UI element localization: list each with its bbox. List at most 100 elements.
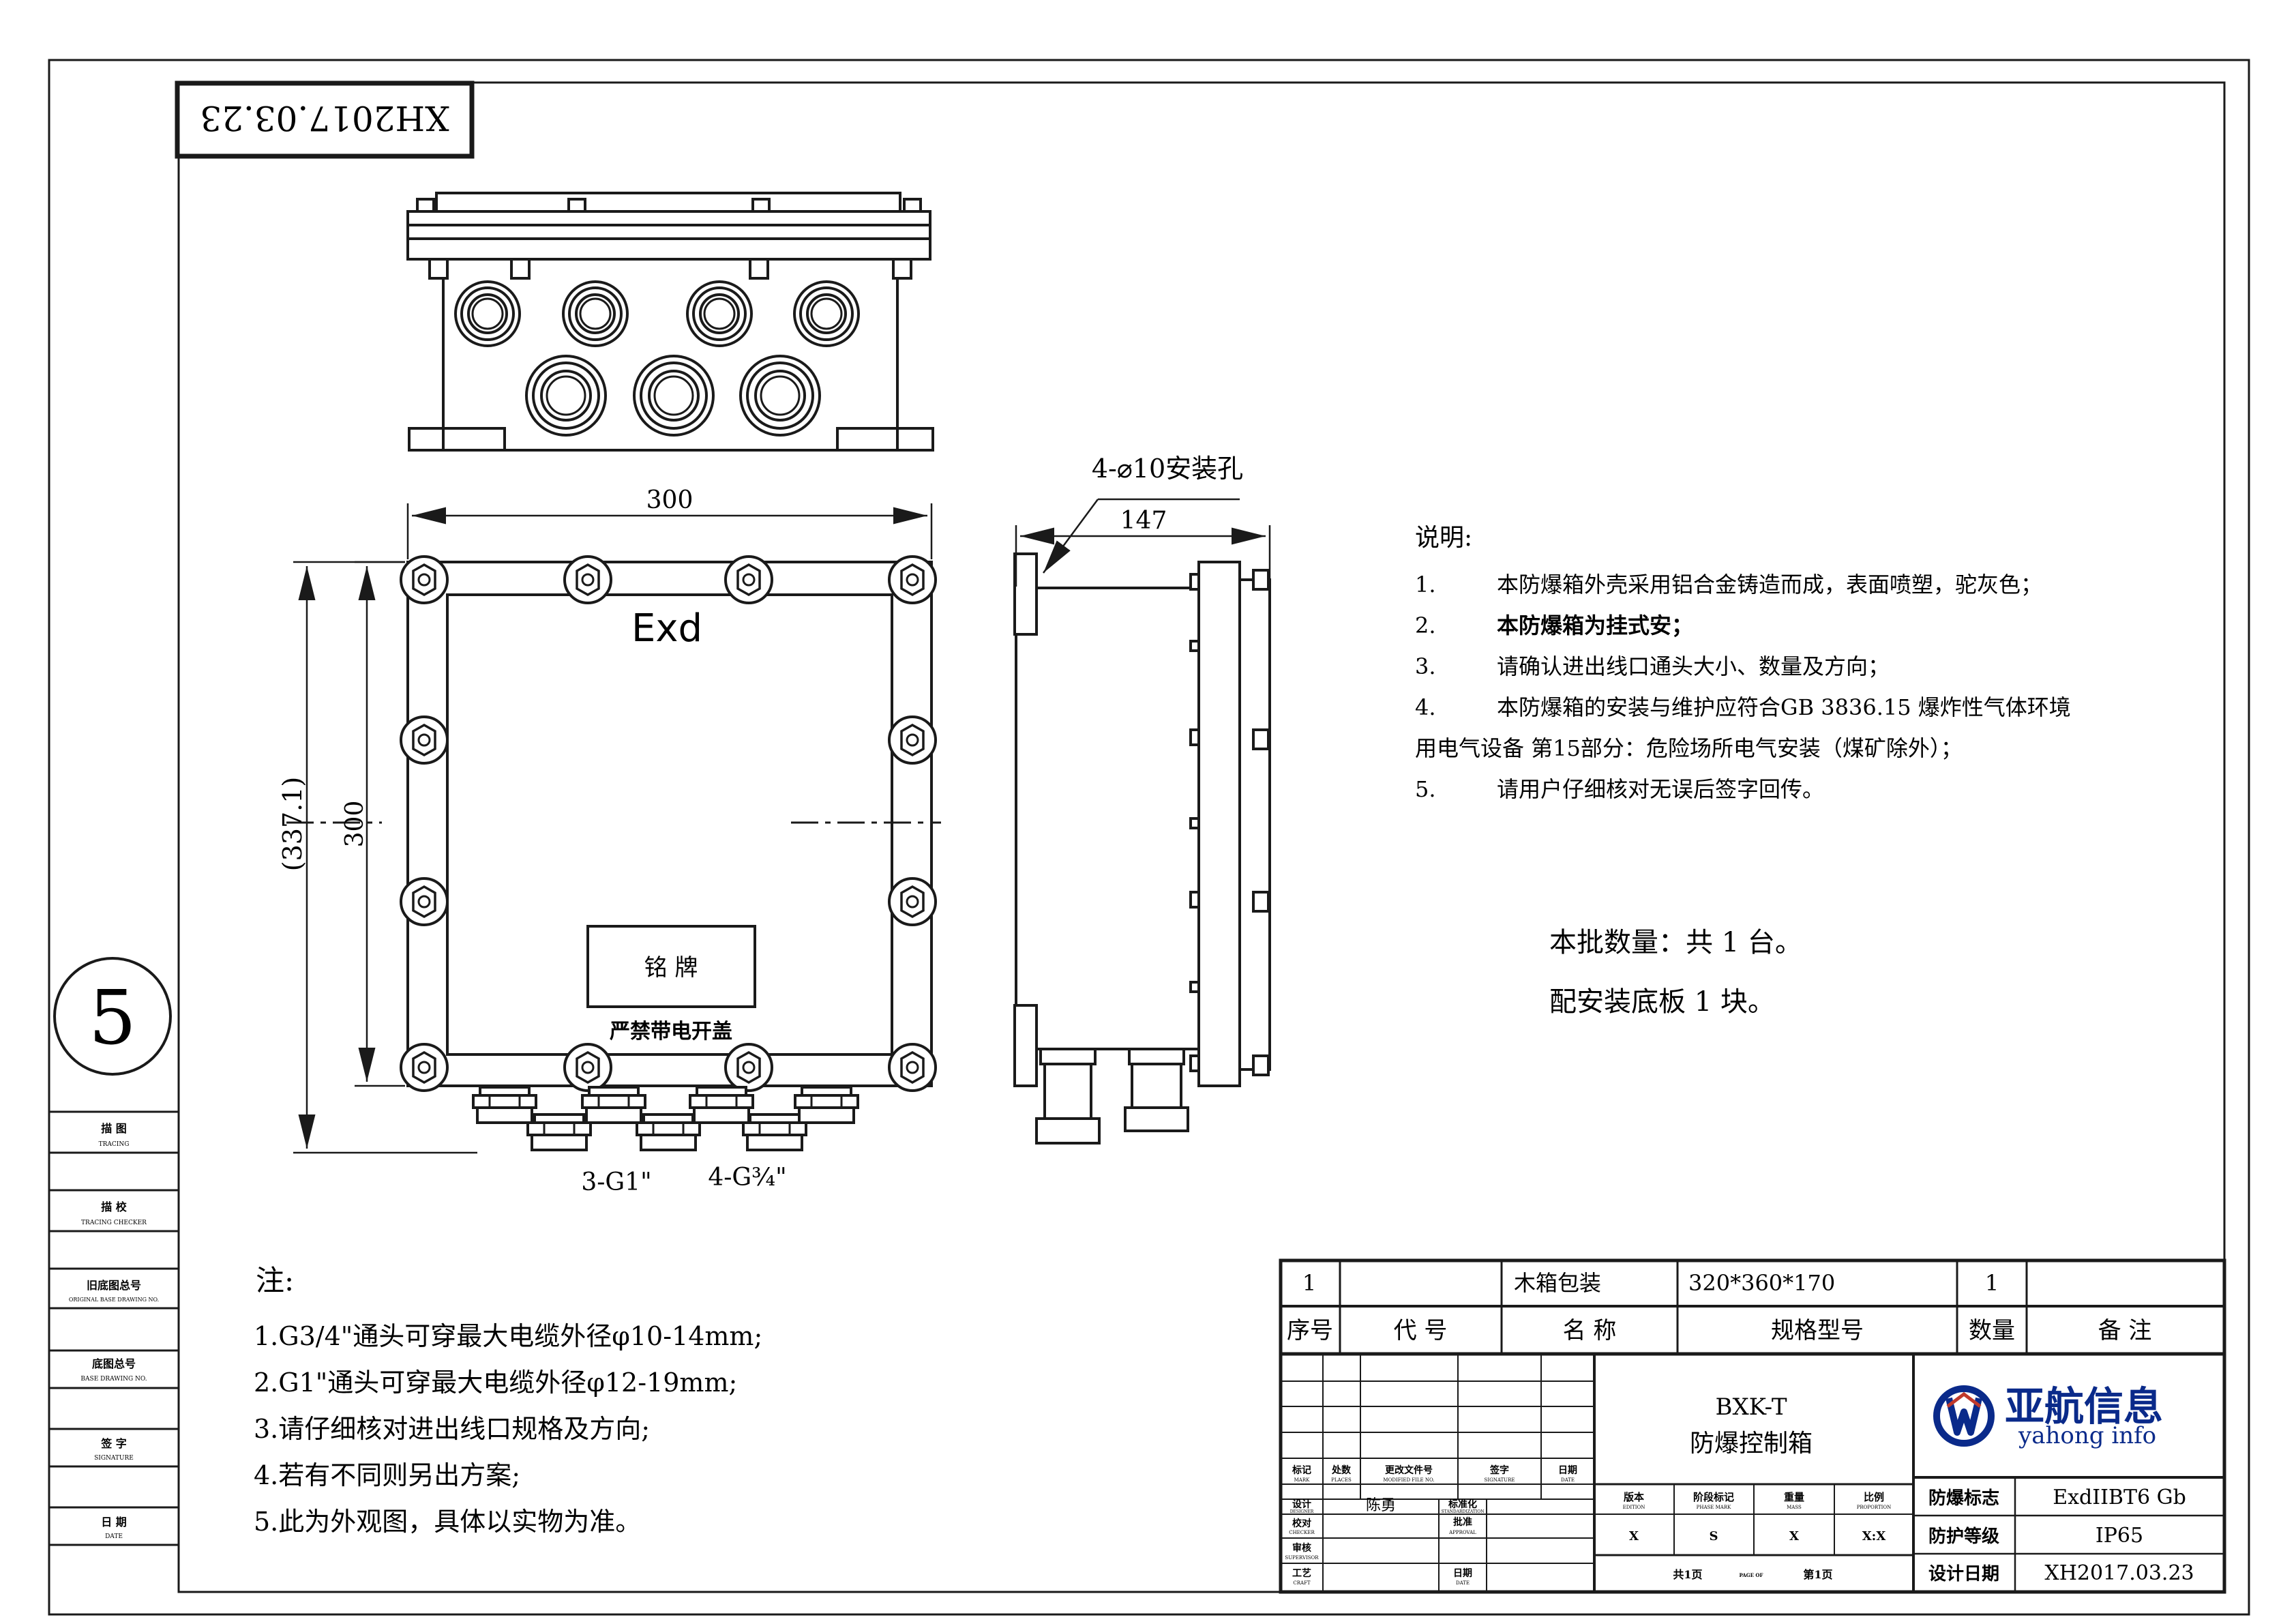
strip-label-cn: 底图总号 — [92, 1357, 136, 1370]
description-item-continuation: 用电气设备 第15部分：危险场所电气安装（煤矿除外）； — [1415, 735, 1963, 761]
product-name: 防爆控制箱 — [1690, 1430, 1813, 1458]
product-code: BXK-T — [1715, 1393, 1787, 1421]
description-list: 1. 本防爆箱外壳采用铝合金铸造而成，表面喷塑，驼灰色； 2. 本防爆箱为挂式安… — [1415, 572, 2071, 802]
description-item-number: 5. — [1415, 776, 1436, 802]
batch-quantity: 本批数量：共 1 台。 — [1549, 927, 1802, 958]
description-item-number: 4. — [1415, 694, 1436, 720]
info-value: X:X — [1862, 1529, 1886, 1544]
strip-label-en: BASE DRAWING NO. — [80, 1376, 147, 1383]
mount-hole-label: 4-⌀10安装孔 — [1092, 454, 1243, 484]
description-item-number: 3. — [1415, 653, 1436, 679]
ip-value: IP65 — [2096, 1524, 2143, 1548]
info-value: S — [1710, 1529, 1718, 1544]
info-label-en: PROPORTION — [1857, 1505, 1892, 1510]
front-view — [286, 555, 941, 1151]
side-view — [1013, 552, 1271, 1145]
strip-label-en: DATE — [105, 1533, 123, 1540]
description-item-number: 1. — [1415, 572, 1436, 597]
rev-label-en: MODIFIED FILE NO. — [1383, 1477, 1434, 1483]
role-standard-cn: 标准化 — [1448, 1498, 1477, 1510]
role-check-en: CHECKER — [1289, 1530, 1315, 1535]
side-dimensions — [1015, 498, 1271, 587]
strip-label-cn: 旧底图总号 — [87, 1279, 141, 1292]
info-value: X — [1629, 1529, 1639, 1544]
company-logo — [1933, 1385, 1995, 1447]
rev-label-cn: 处数 — [1331, 1464, 1352, 1476]
role-design-cn: 设计 — [1292, 1498, 1311, 1510]
note-item: 4.若有不同则另出方案; — [254, 1460, 520, 1490]
title-block-grid — [1279, 1352, 2226, 1594]
rev-label-en: MARK — [1294, 1477, 1310, 1483]
role-approve-en: APPROVAL — [1448, 1530, 1476, 1535]
strip-label-en: TRACING — [99, 1141, 130, 1148]
parts-seq: 1 — [1302, 1270, 1316, 1296]
parts-spec: 320*360*170 — [1688, 1270, 1835, 1296]
front-dimensions — [293, 503, 933, 1154]
note-item: 3.请仔细核对进出线口规格及方向; — [254, 1414, 650, 1444]
role-supervise-en: SUPERVISOR — [1285, 1555, 1319, 1561]
description-item-text: 本防爆箱为挂式安； — [1497, 612, 1693, 638]
role-date-cn: 日期 — [1453, 1568, 1472, 1579]
role-craft-en: CRAFT — [1293, 1580, 1311, 1586]
exd-label: Exd — [631, 606, 702, 651]
left-strip-labels: 描 图 TRACING 描 校 TRACING CHECKER 旧底图总号 OR… — [69, 1122, 159, 1540]
parts-qty: 1 — [1985, 1270, 1999, 1296]
entry-label-g1: 3-G1" — [581, 1168, 651, 1196]
description-item-number: 2. — [1415, 612, 1436, 638]
header-remark: 备 注 — [2098, 1317, 2152, 1344]
info-label-en: MASS — [1787, 1505, 1802, 1510]
left-strip — [49, 1110, 179, 1546]
role-design-en: DESIGNER — [1290, 1509, 1314, 1514]
stamp-box — [175, 80, 475, 159]
sheet-number-circle — [53, 957, 172, 1076]
ex-mark-value: ExdIIBT6 Gb — [2053, 1486, 2186, 1509]
page-of-label: PAGE OF — [1739, 1572, 1763, 1578]
strip-label-en: TRACING CHECKER — [81, 1220, 147, 1226]
header-qty: 数量 — [1969, 1317, 2015, 1344]
role-check-cn: 校对 — [1292, 1518, 1311, 1529]
role-supervise-cn: 审核 — [1292, 1542, 1311, 1554]
ex-mark-label: 防爆标志 — [1928, 1488, 1999, 1509]
role-approve-cn: 批准 — [1453, 1516, 1472, 1528]
rev-label-en: SIGNATURE — [1485, 1477, 1515, 1483]
description-item-text: 请用户仔细核对无误后签字回传。 — [1497, 776, 1824, 802]
page-line: 共1页 PAGE OF 第1页 — [1673, 1568, 1832, 1581]
entry-label-g34: 4-G¾" — [708, 1164, 786, 1192]
strip-label-en: SIGNATURE — [94, 1455, 134, 1462]
depth-dimension: 147 — [1120, 507, 1167, 535]
description-item-text: 请确认进出线口通头大小、数量及方向； — [1497, 653, 1890, 679]
outer-border — [48, 59, 2250, 1616]
note-item: 1.G3/4"通头可穿最大电缆外径φ10-14mm; — [254, 1321, 762, 1351]
rev-label-cn: 签字 — [1489, 1464, 1509, 1476]
base-plate-quantity: 配安装底板 1 块。 — [1549, 986, 1775, 1018]
rev-label-en: DATE — [1561, 1477, 1575, 1483]
design-date-label: 设计日期 — [1928, 1564, 1999, 1584]
description-item-text: 本防爆箱外壳采用铝合金铸造而成，表面喷塑，驼灰色； — [1497, 572, 2042, 597]
parts-table-row: 1 木箱包装 320*360*170 1 — [1302, 1270, 1999, 1296]
rev-label-cn: 标记 — [1292, 1464, 1311, 1476]
strip-label-cn: 日 期 — [101, 1516, 127, 1529]
info-headers: 版本 EDITION X 阶段标记 PHASE MARK S 重量 MASS X… — [1623, 1491, 1892, 1544]
ip-label: 防护等级 — [1928, 1526, 1999, 1547]
header-spec: 规格型号 — [1771, 1317, 1864, 1344]
info-label-cn: 版本 — [1624, 1491, 1644, 1503]
designer-name: 陈勇 — [1366, 1497, 1396, 1514]
role-standard-en: STANDARDIZATION — [1442, 1509, 1485, 1514]
info-label-cn: 比例 — [1864, 1491, 1884, 1503]
notes-list: 1.G3/4"通头可穿最大电缆外径φ10-14mm; 2.G1"通头可穿最大电缆… — [254, 1321, 762, 1537]
header-code: 代 号 — [1394, 1317, 1448, 1344]
rev-label-cn: 日期 — [1558, 1465, 1577, 1476]
info-value: X — [1789, 1529, 1799, 1544]
overall-height-dimension: (337.1) — [278, 777, 308, 871]
description-item-text: 本防爆箱的安装与维护应符合GB 3836.15 爆炸性气体环境 — [1497, 694, 2071, 720]
width-dimension: 300 — [646, 486, 694, 514]
nameplate-label: 铭 牌 — [644, 954, 698, 981]
description-heading: 说明: — [1415, 524, 1472, 552]
parts-name: 木箱包装 — [1514, 1270, 1601, 1296]
role-craft-cn: 工艺 — [1292, 1567, 1311, 1579]
strip-label-cn: 描 图 — [101, 1122, 127, 1135]
page-current: 第1页 — [1803, 1568, 1832, 1581]
page-total: 共1页 — [1673, 1568, 1702, 1581]
strip-label-en: ORIGINAL BASE DRAWING NO. — [69, 1297, 159, 1303]
